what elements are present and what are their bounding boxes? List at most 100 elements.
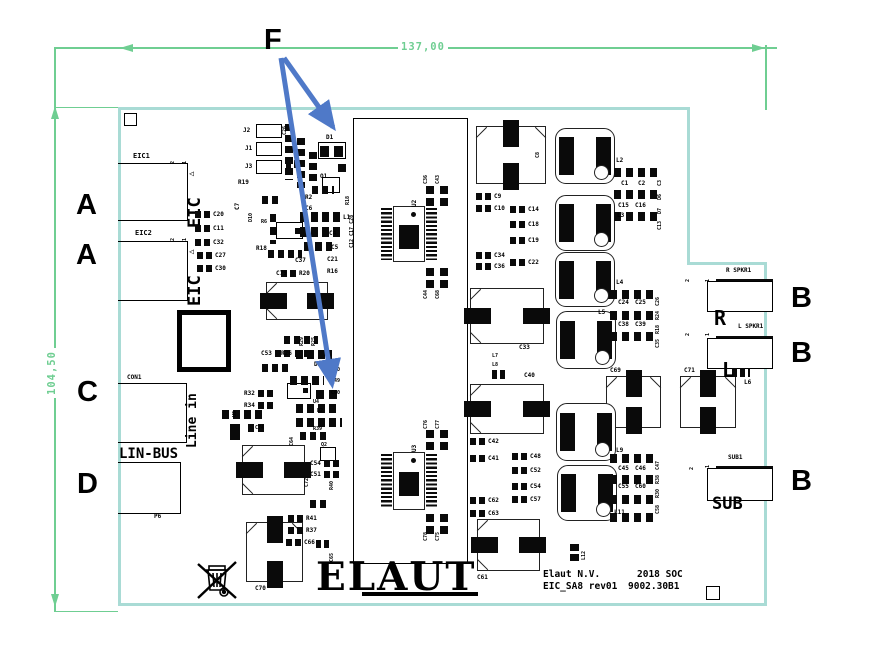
silkscreen-label: L11 bbox=[614, 509, 625, 516]
cap-pad bbox=[523, 308, 550, 324]
silkscreen-label: R18 bbox=[345, 195, 351, 205]
silkscreen-label: C68 bbox=[435, 289, 441, 299]
inductor-footprint bbox=[555, 195, 615, 251]
silkscreen-label: C57 bbox=[512, 496, 541, 503]
silkscreen-label: C36 bbox=[423, 174, 429, 184]
smd-pad-row bbox=[610, 495, 658, 504]
silkscreen-label: C25 bbox=[635, 299, 646, 306]
silkscreen-label: L SPKR1 bbox=[738, 323, 764, 330]
silkscreen-label: C9 bbox=[475, 193, 502, 200]
silkscreen-label: C75 bbox=[435, 531, 441, 541]
ic-die bbox=[399, 225, 419, 249]
silkscreen-label: C38 bbox=[618, 321, 629, 328]
board-outline-right-upper bbox=[687, 107, 690, 265]
cap-corner-cut bbox=[469, 421, 482, 434]
silkscreen-label: C43 bbox=[435, 174, 441, 184]
smd-pad-row bbox=[732, 368, 750, 377]
smd-pad-row bbox=[286, 160, 300, 168]
silkscreen-label: R29 bbox=[299, 336, 305, 346]
ic-pin1-dot bbox=[411, 458, 416, 463]
edge-connector-outline bbox=[118, 241, 188, 301]
silkscreen-label: 1 bbox=[705, 464, 711, 468]
silkscreen-label: Line in bbox=[185, 393, 200, 448]
silkscreen-label: C3 bbox=[657, 179, 663, 186]
cap-pad bbox=[523, 401, 550, 417]
smd-pad-row bbox=[304, 242, 332, 251]
dim-arrow-down bbox=[51, 594, 59, 607]
silkscreen-label: C58 bbox=[655, 504, 661, 514]
cap-pad bbox=[464, 308, 491, 324]
silkscreen-label: R SPKR1 bbox=[726, 267, 752, 274]
silkscreen-label: U6 bbox=[232, 410, 238, 417]
smd-pad-row bbox=[310, 500, 330, 508]
board-outline-step bbox=[687, 262, 767, 265]
inductor-pad bbox=[559, 204, 574, 242]
smd-pad-row bbox=[320, 146, 344, 157]
dim-arrow-right bbox=[752, 44, 765, 52]
callout-letter: B bbox=[791, 282, 812, 314]
inductor-pin1-circle bbox=[594, 165, 609, 180]
silkscreen-label: C15 bbox=[618, 202, 629, 209]
silkscreen-label: C79 bbox=[276, 270, 287, 277]
smd-pad-row bbox=[426, 430, 448, 438]
silkscreen-label: R30 bbox=[655, 488, 661, 498]
silkscreen-label: C46 bbox=[635, 465, 646, 472]
inductor-footprint bbox=[555, 252, 615, 307]
dim-height-label: 104,50 bbox=[46, 348, 58, 398]
inductor-footprint bbox=[557, 465, 617, 521]
component-outline bbox=[256, 124, 282, 138]
inductor-pad bbox=[559, 137, 574, 175]
silkscreen-label: L3 bbox=[617, 212, 625, 219]
smd-pad-row bbox=[610, 311, 658, 320]
smd-pad-row bbox=[300, 432, 326, 440]
silkscreen-label: D1 bbox=[326, 134, 334, 141]
component-outline bbox=[320, 447, 336, 461]
smd-pad-row bbox=[312, 186, 334, 194]
callout-letter: C bbox=[77, 376, 98, 408]
silkscreen-label: R19 bbox=[238, 179, 249, 186]
callout-letter: A bbox=[76, 189, 97, 221]
silkscreen-label: U2 bbox=[411, 199, 418, 207]
cap-corner-cut bbox=[534, 126, 547, 139]
smd-pad-row bbox=[426, 268, 448, 276]
ic-footprint bbox=[381, 452, 437, 510]
cap-corner-cut bbox=[469, 331, 482, 344]
silkscreen-label: R2 bbox=[305, 194, 313, 201]
silkscreen-label: R6 bbox=[261, 219, 268, 225]
silkscreen-label: C36 bbox=[476, 263, 505, 270]
silkscreen-label: C13 bbox=[657, 220, 663, 230]
silkscreen-label: 2 bbox=[170, 160, 176, 164]
component-outline bbox=[177, 310, 231, 372]
cap-pad bbox=[625, 407, 642, 434]
board-outline-right-lower bbox=[764, 262, 767, 606]
smd-pad-row bbox=[426, 280, 448, 288]
inductor-pad bbox=[560, 321, 575, 359]
silkscreen-label: C7 bbox=[234, 202, 241, 210]
silkscreen-label: R41 bbox=[288, 515, 317, 522]
smd-pad-row bbox=[222, 410, 266, 419]
electrolytic-capacitor bbox=[605, 370, 662, 434]
silkscreen-label: C74 bbox=[255, 425, 265, 431]
silkscreen-label: R34 bbox=[244, 402, 273, 409]
cap-pad bbox=[236, 462, 263, 478]
electrolytic-capacitor bbox=[236, 445, 311, 495]
cap-corner-cut bbox=[245, 522, 258, 535]
silkscreen-label: 2 bbox=[689, 466, 695, 470]
smd-pad-row bbox=[614, 212, 660, 221]
smd-pad-row bbox=[716, 466, 773, 468]
silkscreen-label: SUB bbox=[712, 494, 743, 514]
silkscreen-label: C53 bbox=[261, 350, 290, 357]
smd-pad-row bbox=[614, 168, 660, 177]
silkscreen-label: C69 bbox=[610, 367, 621, 374]
ic-body bbox=[393, 452, 425, 510]
elaut-logo-underline bbox=[362, 592, 478, 596]
silkscreen-label: C16 bbox=[635, 202, 646, 209]
ic-pin1-dot bbox=[411, 212, 416, 217]
ic-pins-left bbox=[381, 208, 392, 260]
smd-pad-row bbox=[492, 370, 508, 379]
smd-pad-row bbox=[316, 390, 342, 399]
silkscreen-label: R bbox=[714, 306, 727, 330]
smd-pad-row bbox=[610, 290, 658, 299]
silkscreen-label: C52 bbox=[512, 467, 541, 474]
dim-extension-right bbox=[765, 45, 767, 110]
